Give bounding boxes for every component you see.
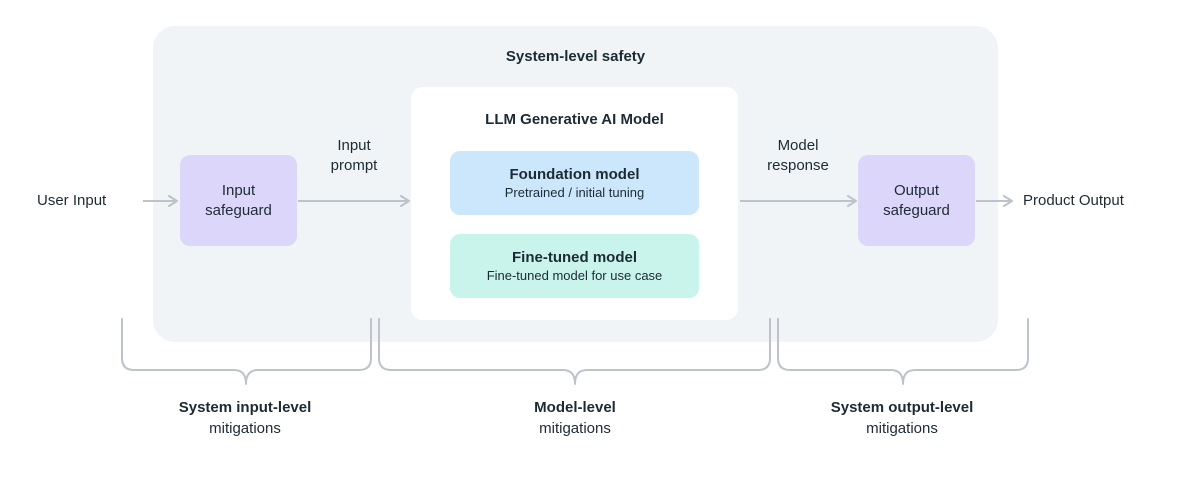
foundation-model-title: Foundation model xyxy=(509,166,640,183)
model-mitigations-title: Model-level xyxy=(534,399,616,416)
model-mitigations-subtitle: mitigations xyxy=(539,420,611,437)
system-input-mitigations-label: System input-level mitigations xyxy=(145,397,345,439)
finetuned-model-subtitle: Fine-tuned model for use case xyxy=(486,268,663,283)
system-level-safety-title: System-level safety xyxy=(505,48,646,65)
model-mitigations-label: Model-level mitigations xyxy=(475,397,675,439)
output-safeguard-label-line1: Output xyxy=(893,181,940,199)
model-response-line2: response xyxy=(767,157,829,174)
system-input-mitigations-title: System input-level xyxy=(178,399,312,416)
system-output-mitigations-label: System output-level mitigations xyxy=(802,397,1002,439)
system-input-mitigations-subtitle: mitigations xyxy=(209,420,281,437)
product-output-label: Product Output xyxy=(1023,192,1124,209)
foundation-model-box: Foundation model Pretrained / initial tu… xyxy=(450,151,699,215)
model-response-label: Model response xyxy=(755,136,841,176)
input-prompt-line2: prompt xyxy=(330,157,378,174)
foundation-model-subtitle: Pretrained / initial tuning xyxy=(504,185,645,200)
output-safeguard-label-line2: safeguard xyxy=(883,201,950,219)
input-prompt-label: Input prompt xyxy=(318,136,390,176)
system-output-mitigations-subtitle: mitigations xyxy=(866,420,938,437)
finetuned-model-title: Fine-tuned model xyxy=(512,249,637,266)
input-prompt-line1: Input xyxy=(337,137,371,154)
input-safeguard-label-line2: safeguard xyxy=(205,201,272,219)
llm-model-title: LLM Generative AI Model xyxy=(485,111,664,128)
finetuned-model-box: Fine-tuned model Fine-tuned model for us… xyxy=(450,234,699,298)
input-safeguard-box: Input safeguard xyxy=(180,155,297,246)
user-input-label: User Input xyxy=(37,192,107,209)
input-safeguard-label-line1: Input xyxy=(221,181,256,199)
system-output-mitigations-title: System output-level xyxy=(830,399,974,416)
output-safeguard-box: Output safeguard xyxy=(858,155,975,246)
model-response-line1: Model xyxy=(777,137,819,154)
